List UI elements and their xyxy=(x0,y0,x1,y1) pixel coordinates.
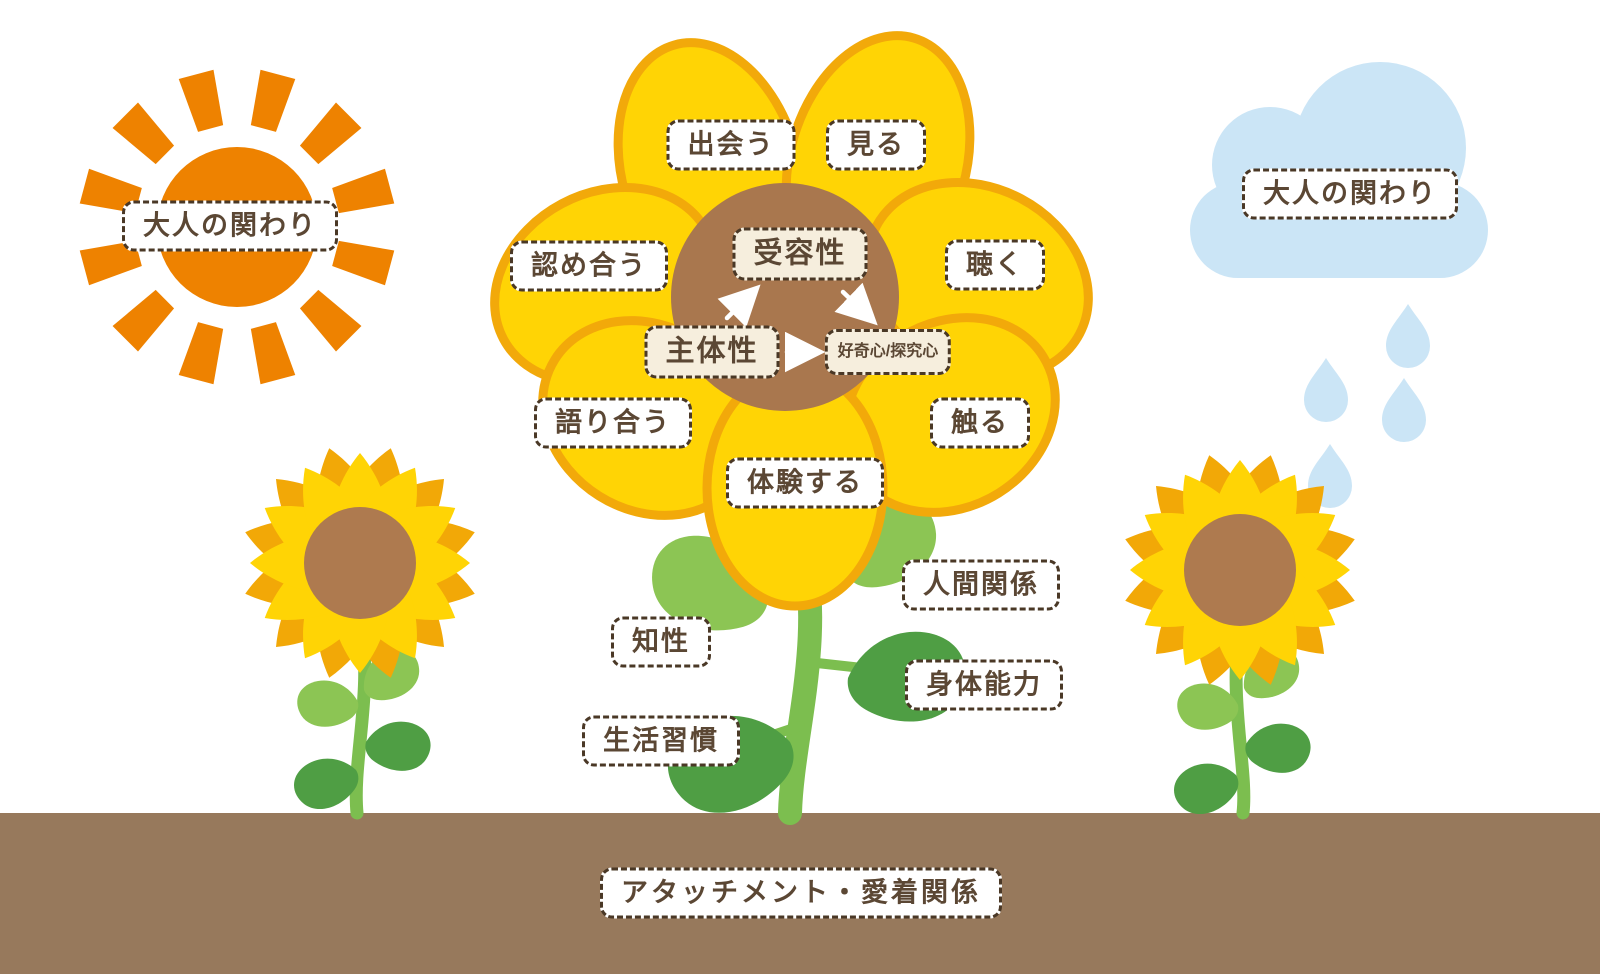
core-arrows xyxy=(717,282,878,373)
flower-head xyxy=(237,440,483,686)
sun-label: 大人の関わり xyxy=(122,200,338,252)
raindrop-icon xyxy=(1304,358,1348,422)
cloud-label: 大人の関わり xyxy=(1242,168,1458,220)
flower-center xyxy=(1184,514,1296,626)
arrow-up-right-icon xyxy=(717,284,761,328)
stem-label-ningen-kankei: 人間関係 xyxy=(902,559,1060,611)
branch xyxy=(803,657,867,673)
stem-label-seikatsu-shuukan: 生活習慣 xyxy=(582,715,740,767)
center-sunflower-head xyxy=(490,31,1093,611)
flower-center xyxy=(304,507,416,619)
petal-label-sawaru: 触る xyxy=(930,397,1030,449)
leaf xyxy=(360,712,436,779)
core-label-shutaisei: 主体性 xyxy=(644,325,780,379)
left-sunflower xyxy=(237,440,483,821)
right-sunflower xyxy=(1117,447,1363,826)
raindrops xyxy=(1304,304,1430,508)
raindrop-icon xyxy=(1386,304,1430,368)
leaf xyxy=(293,673,362,733)
petal-label-katariau: 語り合う xyxy=(534,397,692,449)
raindrop-icon xyxy=(1382,378,1426,442)
petal-label-mitomeau: 認め合う xyxy=(510,240,668,292)
core-label-juyousei: 受容性 xyxy=(732,227,868,281)
arrow-down-right-icon xyxy=(834,282,878,326)
leaf xyxy=(1240,714,1316,781)
core-label-koukishin: 好奇心/探究心 xyxy=(824,329,952,375)
petal-label-deau: 出会う xyxy=(666,119,796,171)
stem-label-shintai-nouryoku: 身体能力 xyxy=(905,659,1063,711)
petal-label-kiku: 聴く xyxy=(945,239,1045,291)
stem-label-chisei: 知性 xyxy=(611,616,711,668)
flower-head xyxy=(1117,447,1363,693)
ground-label-attachment: アタッチメント・愛着関係 xyxy=(600,867,1002,919)
petal-label-taikensuru: 体験する xyxy=(726,457,884,509)
petal-label-miru: 見る xyxy=(826,119,926,171)
